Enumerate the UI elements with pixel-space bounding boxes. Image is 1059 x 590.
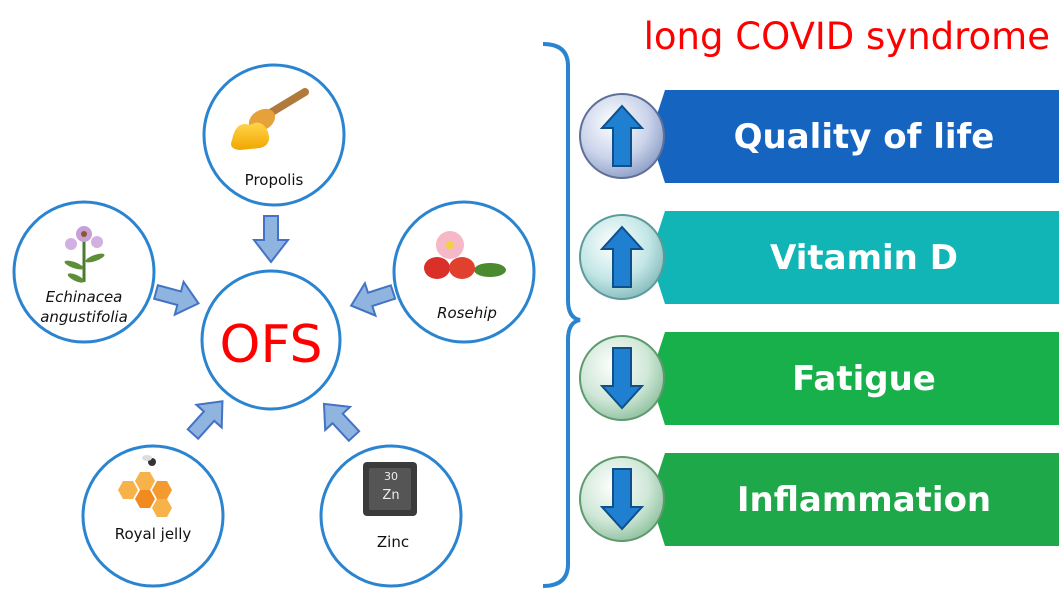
effect-inflammation: Inflammation: [579, 453, 1059, 546]
propolis-label: Propolis: [245, 171, 304, 189]
rosehip-node: Rosehip: [392, 200, 536, 344]
arrow-down-icon: [599, 468, 645, 531]
rosehip-label: Rosehip: [437, 304, 497, 322]
ofs-label: OFS: [220, 315, 323, 375]
arrow-up-icon: [599, 104, 645, 167]
zinc-element-icon: 30 Zn: [363, 462, 417, 516]
echinacea-flower-icon: [64, 226, 105, 283]
royal-jelly-node: Royal jelly: [81, 444, 225, 588]
grouping-bracket: [542, 42, 581, 588]
effect-label: Quality of life: [734, 117, 995, 157]
ofs-center-node: OFS: [200, 269, 342, 411]
effect-label: Inflammation: [737, 480, 991, 520]
arrow-up-icon: [599, 225, 645, 288]
echinacea-label-line1: Echinacea: [46, 288, 123, 306]
effect-bar: [650, 90, 1059, 183]
arrow-from-rosehip: [349, 280, 397, 318]
arrow-down-icon: [599, 347, 645, 410]
zinc-label: Zinc: [377, 533, 409, 551]
honeycomb-icon: [118, 455, 172, 517]
rosehip-icon: [424, 231, 506, 279]
effect-bar: [650, 453, 1059, 546]
zinc-node: 30 Zn Zinc: [319, 444, 463, 588]
effect-vitamin-d: Vitamin D: [579, 211, 1059, 304]
propolis-node: Propolis: [202, 63, 346, 207]
effect-label: Fatigue: [792, 359, 936, 399]
effect-bar: [650, 332, 1059, 425]
royal-jelly-label: Royal jelly: [115, 525, 192, 543]
echinacea-label-line2: angustifolia: [40, 308, 128, 326]
effect-label: Vitamin D: [770, 238, 958, 278]
arrow-from-royal-jelly: [186, 400, 224, 441]
effect-bar: [650, 211, 1059, 304]
effect-quality-of-life: Quality of life: [579, 90, 1059, 183]
echinacea-node: Echinacea angustifolia: [12, 200, 156, 344]
effect-fatigue: Fatigue: [579, 332, 1059, 425]
diagram-title: long COVID syndrome: [644, 15, 1050, 58]
arrow-from-echinacea: [152, 279, 200, 317]
zinc-symbol: Zn: [382, 488, 399, 503]
arrow-from-zinc: [322, 402, 361, 443]
arrow-from-propolis: [251, 215, 291, 264]
zinc-atomic-number: 30: [384, 470, 398, 483]
honey-dipper-icon: [231, 88, 309, 150]
